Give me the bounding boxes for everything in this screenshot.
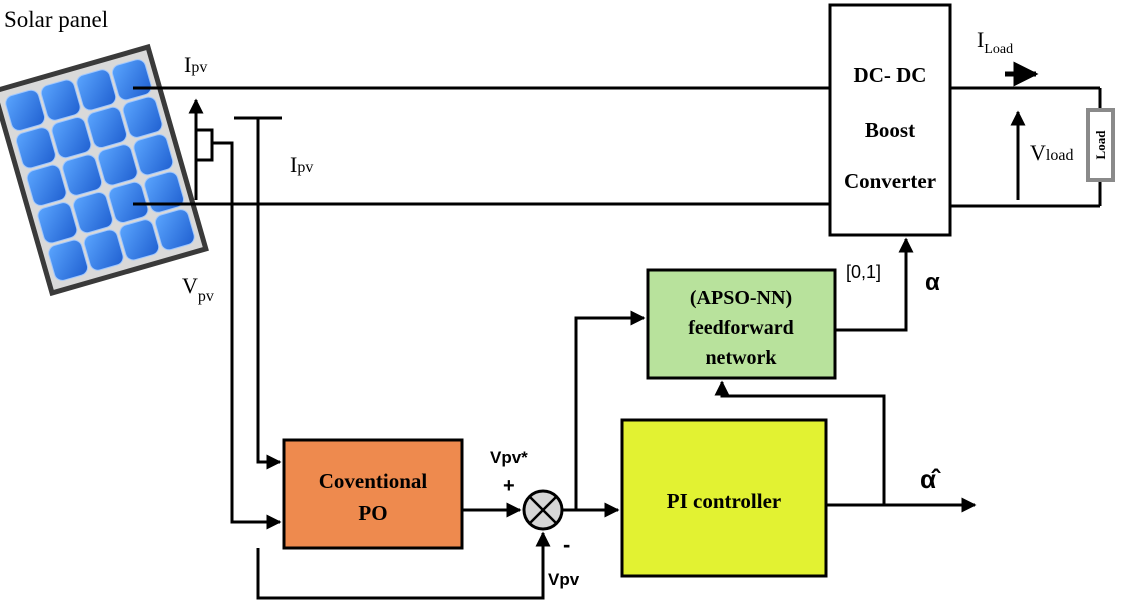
solar-panel-label: Solar panel <box>4 7 108 32</box>
po-block: Coventional PO <box>282 438 464 550</box>
duty-range-label: [0,1] <box>846 262 881 282</box>
nn-label-2: feedforward <box>688 317 794 339</box>
alpha-hat-label: α̂ <box>920 464 941 494</box>
po-box <box>282 438 464 550</box>
pi-controller-block: PI controller <box>620 418 828 578</box>
load-block: Load <box>1086 108 1115 182</box>
converter-box <box>828 3 952 237</box>
solar-panel <box>0 43 209 297</box>
alpha-hat-feedback-arrow <box>714 380 886 505</box>
bus-wires <box>133 86 1102 208</box>
apso-nn-block: (APSO-NN) feedforward network <box>646 268 837 380</box>
nn-label-3: network <box>705 347 777 369</box>
signal-wires <box>256 61 1039 600</box>
dc-dc-boost-converter: DC- DC Boost Converter <box>828 3 952 237</box>
solar-cell <box>48 239 89 281</box>
alpha-label: α <box>925 269 940 296</box>
converter-label-3: Converter <box>844 169 936 193</box>
solar-cell <box>76 69 117 111</box>
current-sensor-loop <box>196 128 214 162</box>
summing-junction <box>522 489 564 531</box>
sum-cross-2 <box>529 496 557 524</box>
alpha-to-converter-arrow <box>835 237 914 332</box>
solar-cell <box>51 117 92 159</box>
current-sensor <box>188 98 282 530</box>
pi-label: PI controller <box>667 489 782 513</box>
solar-cell <box>144 171 185 213</box>
solar-cell <box>15 127 56 169</box>
vpv-feed-line <box>256 118 282 470</box>
vpv-left-label: Vpv <box>182 273 214 305</box>
solar-cell <box>26 164 67 206</box>
solar-cell <box>62 154 103 196</box>
solar-cell <box>111 59 152 101</box>
vload-label: Vload <box>1030 140 1073 165</box>
solar-cell <box>83 229 124 271</box>
solar-cell <box>40 79 81 121</box>
vpv-star-label: Vpv* <box>490 448 528 467</box>
solar-cell <box>119 219 160 261</box>
error-to-nn-arrow <box>574 310 646 510</box>
solar-cell <box>108 181 149 223</box>
solar-panel-cells <box>5 59 195 281</box>
po-label-2: PO <box>358 501 387 525</box>
solar-cell <box>73 191 113 234</box>
iload-label: ILoad <box>977 27 1013 57</box>
vpv-bottom-label: Vpv <box>548 570 580 589</box>
minus-sign: - <box>563 532 570 557</box>
po-label-1: Coventional <box>319 469 428 493</box>
solar-cell <box>5 89 46 131</box>
load-label: Load <box>1093 130 1108 160</box>
solar-cell <box>37 202 78 244</box>
converter-label-2: Boost <box>865 118 915 142</box>
signal-labels: Ipv Ipv Vpv ILoad Vload [0,1] α α̂ Vpv* … <box>182 27 1073 589</box>
solar-cell <box>133 134 174 176</box>
solar-cell <box>154 209 195 251</box>
ipv-feed-line <box>212 141 282 530</box>
ipv-mid-label: Ipv <box>290 152 313 177</box>
ipv-top-label: Ipv <box>184 52 207 77</box>
nn-label-1: (APSO-NN) <box>690 287 792 309</box>
pi-box <box>620 418 828 578</box>
converter-label-1: DC- DC <box>854 63 927 87</box>
load-box <box>1086 108 1115 182</box>
vpv-feedback-arrow <box>256 531 551 600</box>
nn-box <box>646 268 837 380</box>
solar-cell <box>122 96 163 138</box>
solar-cell <box>97 144 138 186</box>
plus-sign: + <box>503 475 515 497</box>
solar-cell <box>87 106 127 149</box>
